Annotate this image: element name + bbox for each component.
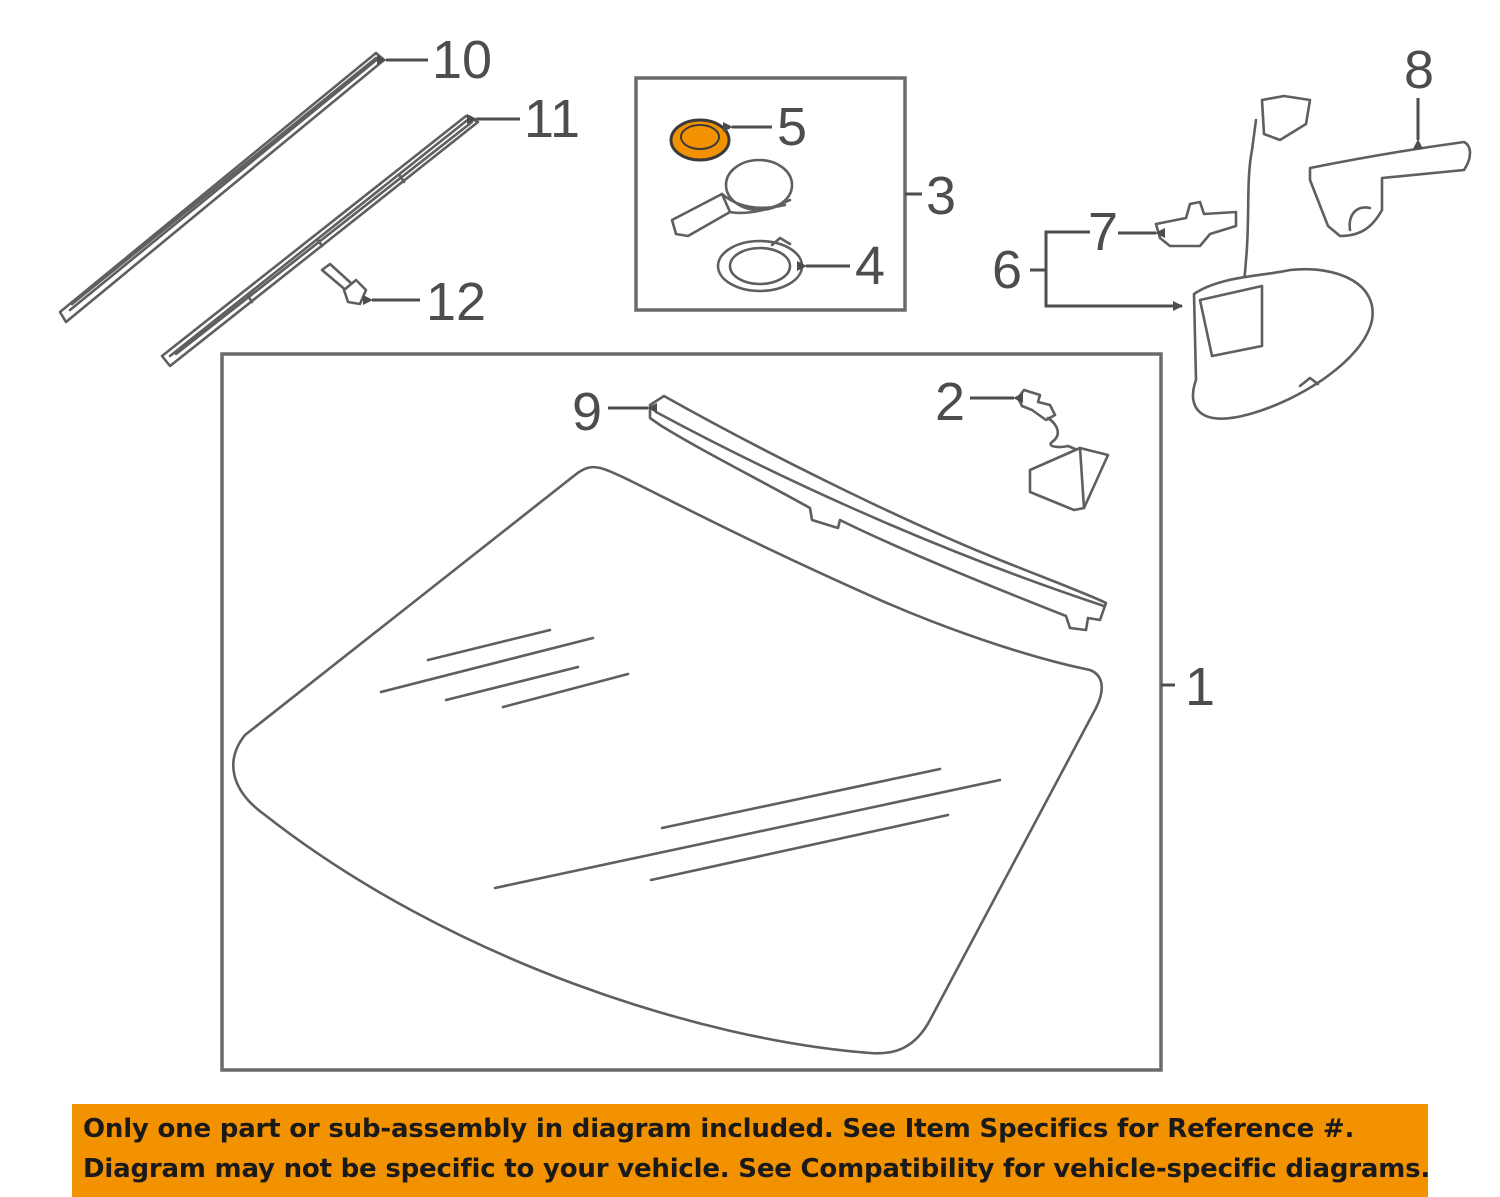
mirror-clip-part <box>1154 200 1238 248</box>
windshield-glass <box>232 465 1103 1055</box>
callout-3: 3 <box>926 166 956 226</box>
gasket-highlighted-part <box>669 118 731 162</box>
sensor-cover-part <box>1016 388 1110 512</box>
callout-9: 9 <box>572 382 602 442</box>
disclaimer-line-2: Diagram may not be specific to your vehi… <box>83 1154 1431 1184</box>
rain-sensor-part <box>670 158 794 238</box>
inside-mirror-part <box>1191 94 1374 420</box>
callout-7: 7 <box>1088 202 1118 262</box>
callout-2: 2 <box>935 372 965 432</box>
callout-8: 8 <box>1404 40 1434 100</box>
callout-5: 5 <box>777 97 807 157</box>
windshield-assembly-frame <box>220 352 1163 1072</box>
mirror-cover-part <box>1308 140 1472 238</box>
callout-12: 12 <box>426 272 486 332</box>
disclaimer-line-1: Only one part or sub-assembly in diagram… <box>83 1114 1355 1144</box>
sensor-bracket-part <box>716 236 804 293</box>
callout-1: 1 <box>1185 657 1215 717</box>
callout-4: 4 <box>855 236 885 296</box>
molding-strip-part <box>58 51 386 324</box>
push-clip-part <box>320 262 368 306</box>
callout-10: 10 <box>432 30 492 90</box>
callout-11: 11 <box>524 89 580 149</box>
callout-6: 6 <box>992 240 1022 300</box>
upper-molding-part <box>648 394 1108 632</box>
disclaimer-banner: Only one part or sub-assembly in diagram… <box>72 1104 1431 1197</box>
